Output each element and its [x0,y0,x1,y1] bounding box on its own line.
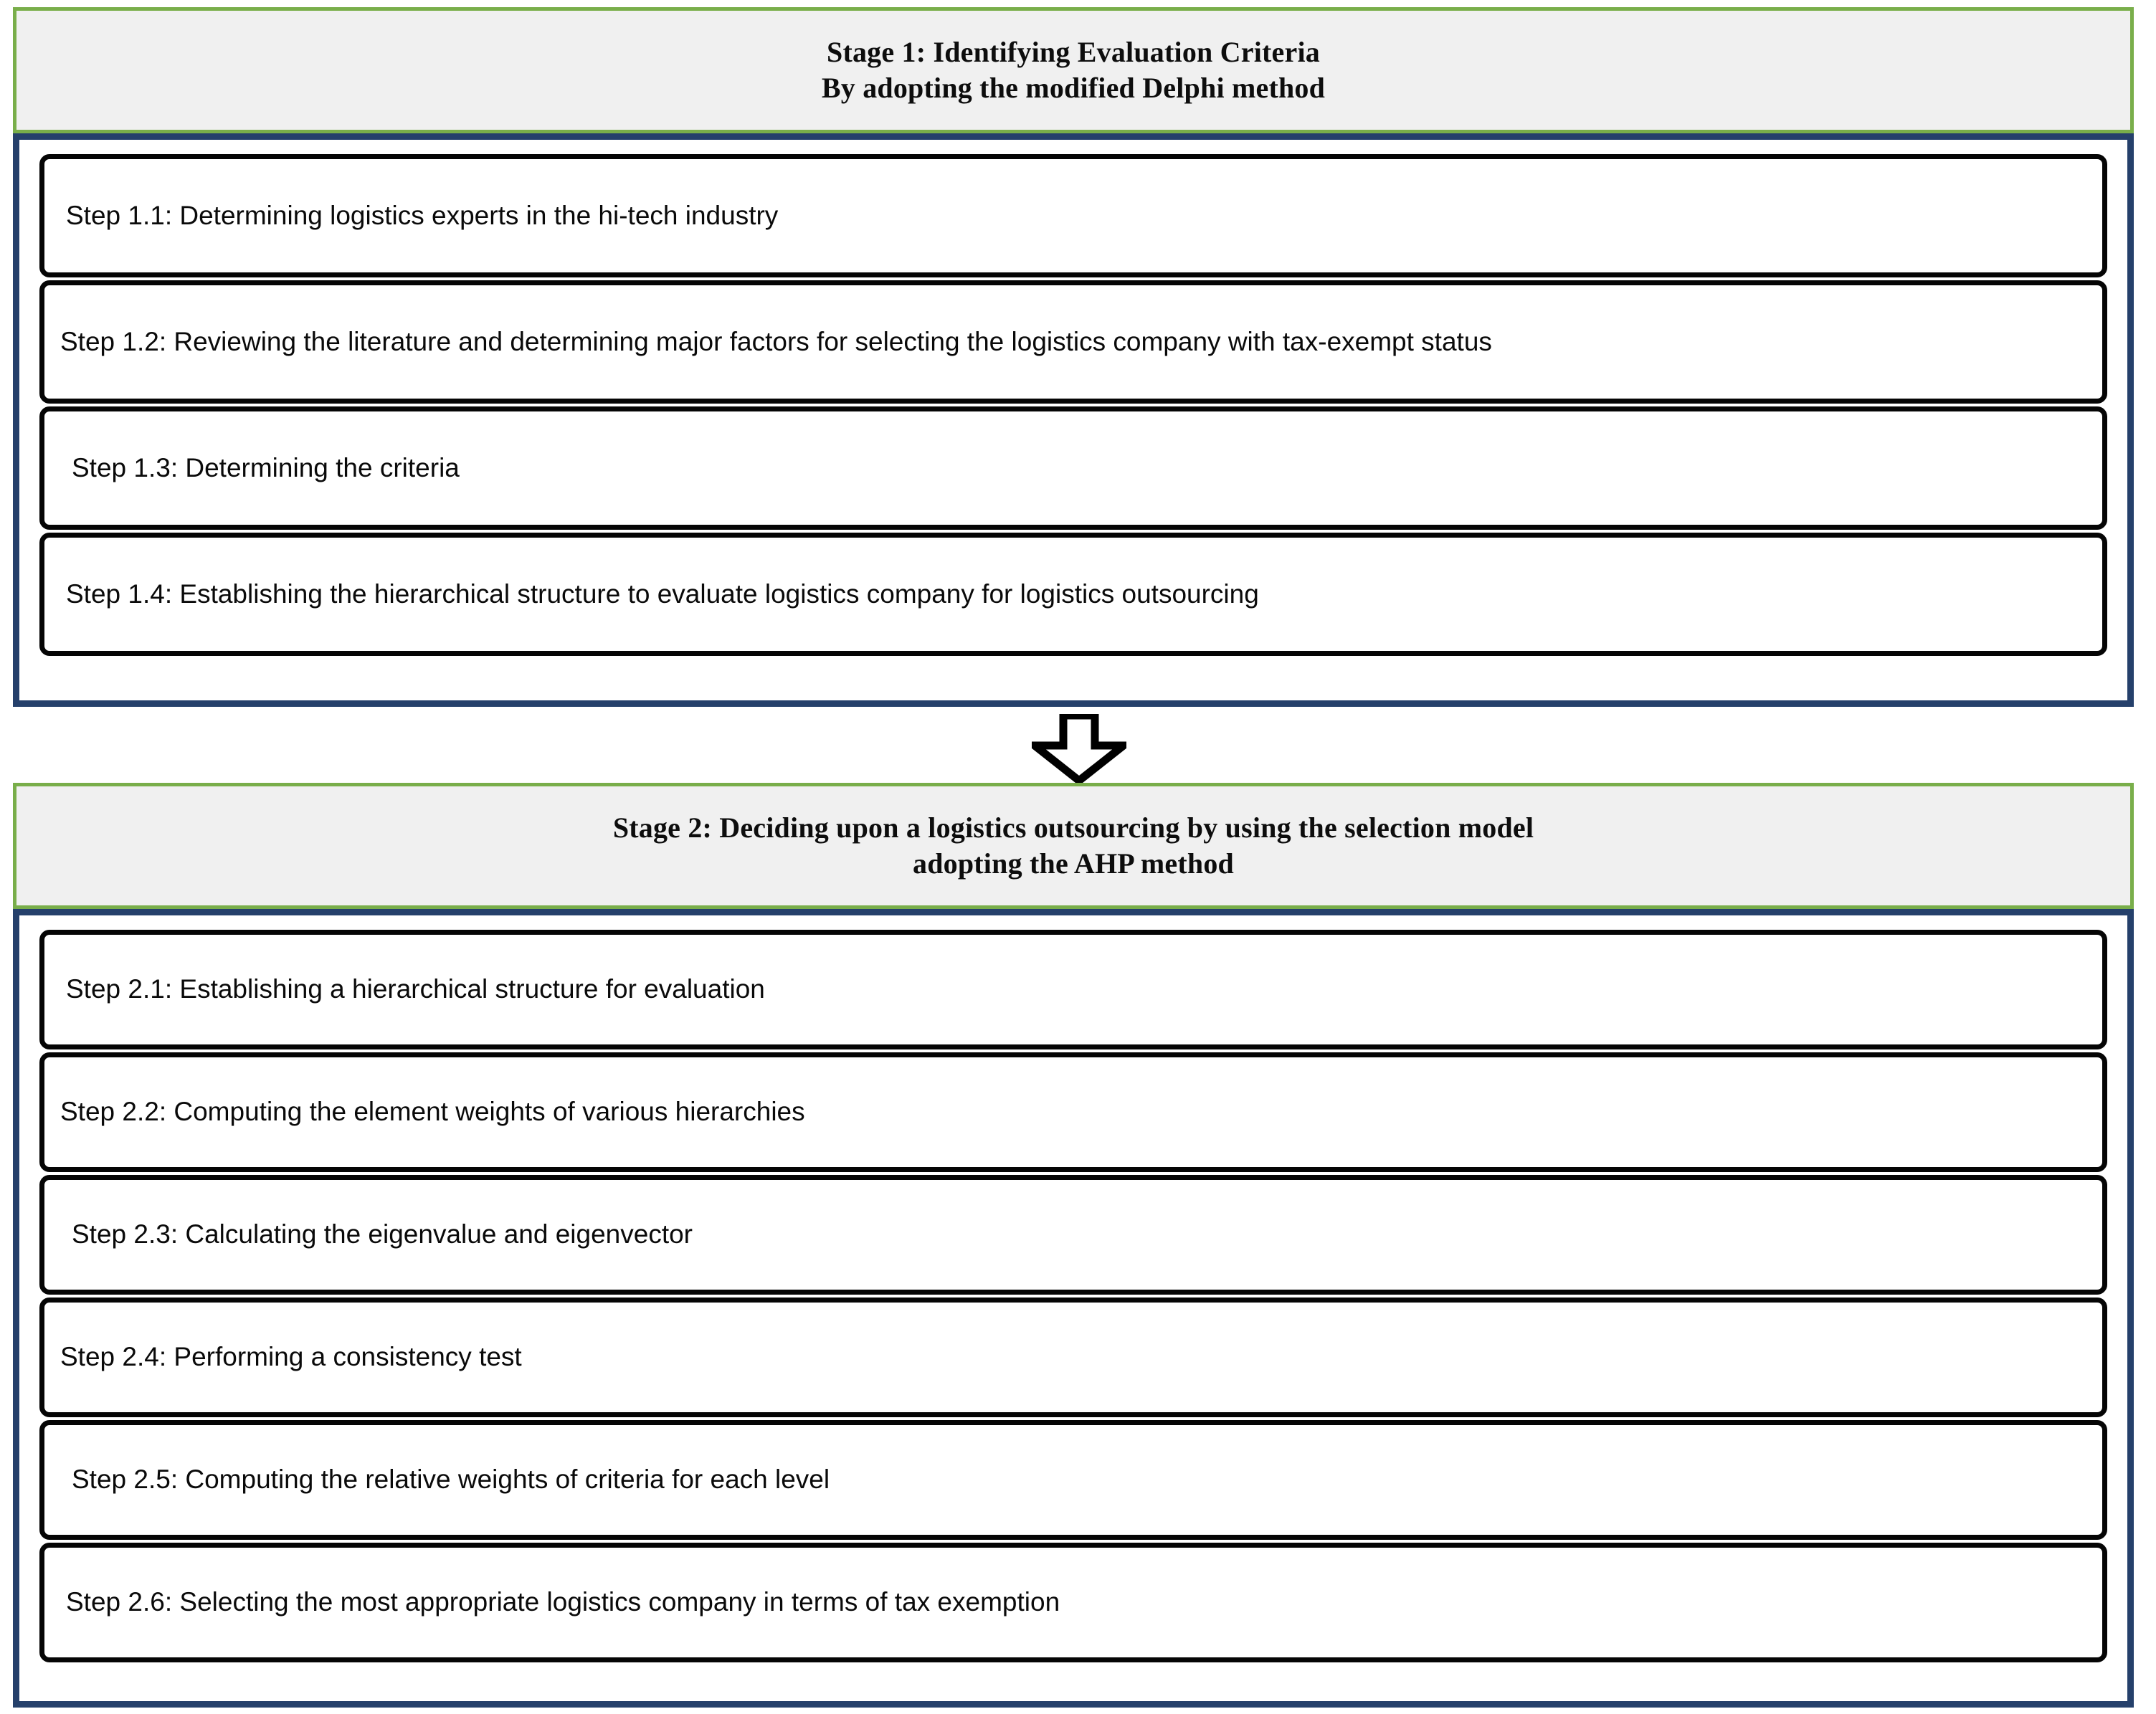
step-label-2-4: Step 2.4: Performing a consistency test [60,1342,522,1372]
step-label-2-1: Step 2.1: Establishing a hierarchical st… [66,974,765,1004]
stage-connector [1022,713,1136,784]
stage-2-header-line-2: adopting the AHP method [913,847,1234,880]
step-label-2-6: Step 2.6: Selecting the most appropriate… [66,1587,1060,1617]
step-box-2-4[interactable]: Step 2.4: Performing a consistency test [39,1298,2107,1417]
step-box-2-2[interactable]: Step 2.2: Computing the element weights … [39,1052,2107,1172]
step-box-2-3[interactable]: Step 2.3: Calculating the eigenvalue and… [39,1175,2107,1295]
stage-2-header: Stage 2: Deciding upon a logistics outso… [13,783,2134,909]
step-box-2-5[interactable]: Step 2.5: Computing the relative weights… [39,1420,2107,1540]
step-label-1-4: Step 1.4: Establishing the hierarchical … [66,579,1259,609]
step-label-1-1: Step 1.1: Determining logistics experts … [66,200,779,230]
step-box-1-1[interactable]: Step 1.1: Determining logistics experts … [39,154,2107,277]
stage-1-header-line-2: By adopting the modified Delphi method [821,72,1326,104]
stage-1-header-line-1: Stage 1: Identifying Evaluation Criteria [827,35,1320,68]
stage-1-block: Stage 1: Identifying Evaluation Criteria… [13,7,2134,707]
step-label-1-2: Step 1.2: Reviewing the literature and d… [60,326,1492,356]
stage-2-block: Stage 2: Deciding upon a logistics outso… [13,783,2134,1708]
step-label-1-3: Step 1.3: Determining the criteria [72,452,460,482]
step-box-1-2[interactable]: Step 1.2: Reviewing the literature and d… [39,280,2107,404]
step-box-1-3[interactable]: Step 1.3: Determining the criteria [39,406,2107,530]
stage-2-body: Step 2.1: Establishing a hierarchical st… [13,909,2134,1708]
step-label-2-2: Step 2.2: Computing the element weights … [60,1097,805,1127]
step-label-2-5: Step 2.5: Computing the relative weights… [72,1465,830,1495]
step-box-2-6[interactable]: Step 2.6: Selecting the most appropriate… [39,1543,2107,1662]
stage-1-header: Stage 1: Identifying Evaluation Criteria… [13,7,2134,133]
down-block-arrow-icon [1032,714,1126,783]
step-label-2-3: Step 2.3: Calculating the eigenvalue and… [72,1219,693,1249]
step-box-1-4[interactable]: Step 1.4: Establishing the hierarchical … [39,533,2107,656]
stage-1-body: Step 1.1: Determining logistics experts … [13,133,2134,707]
step-box-2-1[interactable]: Step 2.1: Establishing a hierarchical st… [39,930,2107,1049]
stage-2-header-line-1: Stage 2: Deciding upon a logistics outso… [612,811,1534,844]
